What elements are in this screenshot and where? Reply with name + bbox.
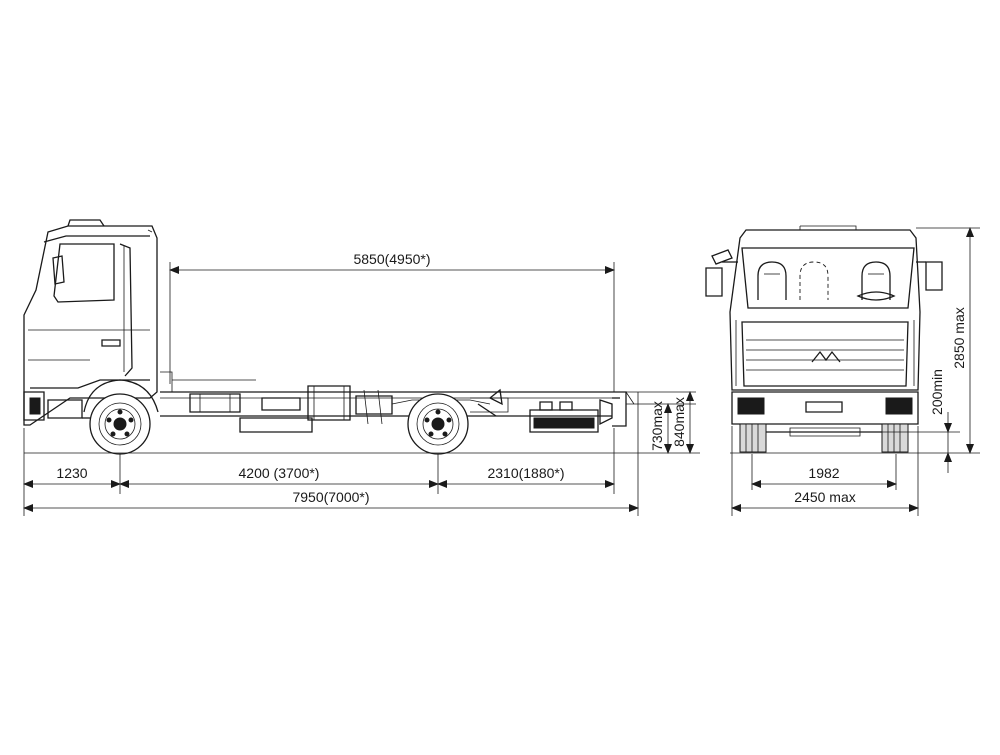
front-wheel-right [881,423,909,453]
front-view: 1982 2450 max 2850 max 200min [705,225,980,516]
label-total-width: 2450 max [794,489,855,505]
mirror-left [705,267,723,297]
front-wheel-arch [83,379,159,413]
label-height-730: 730max [649,401,665,451]
logo-icon [811,350,841,363]
rear-wheel [407,393,469,455]
label-wheelbase: 4200 (3700*) [239,465,320,481]
mirror-right [925,261,943,291]
front-wheel [89,393,151,455]
label-total-height: 2850 max [951,307,967,368]
label-frame-length: 5850(4950*) [353,251,430,267]
label-front-overhang: 1230 [56,465,87,481]
front-wheel-left [739,423,767,453]
label-total-length: 7950(7000*) [292,489,369,505]
label-rear-overhang: 2310(1880*) [487,465,564,481]
grille [741,321,909,387]
label-track: 1982 [808,465,839,481]
cab-front [729,229,921,391]
front-bumper [731,391,919,425]
side-view: 5850(4950*) 1230 4200 (3700*) 2310(1880*… [23,219,700,516]
label-height-840: 840max [671,397,687,447]
chassis-frame [160,371,635,433]
label-ground-clearance: 200min [929,369,945,415]
windshield [741,247,915,309]
